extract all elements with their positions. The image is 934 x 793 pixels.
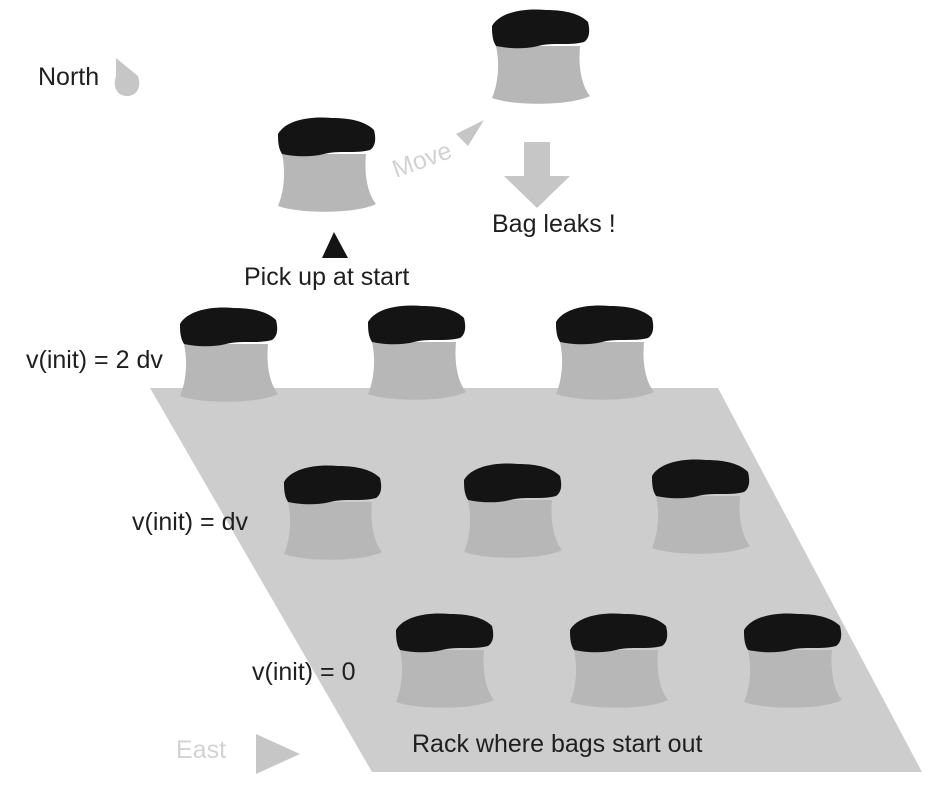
move-arrow-icon <box>456 120 484 146</box>
pick-up-arrow-icon <box>322 232 348 258</box>
bag-row-middle-3 <box>652 459 750 554</box>
bag-row-front-1 <box>396 613 494 708</box>
bag-moved <box>492 9 590 104</box>
row-label-middle: v(init) = dv <box>132 508 249 536</box>
rack-plane <box>150 388 922 772</box>
move-label: Move <box>388 136 455 183</box>
bag-row-front-3 <box>744 613 842 708</box>
bag-leaks-label: Bag leaks ! <box>492 210 616 238</box>
bag-row-back-1 <box>180 307 278 402</box>
row-label-back: v(init) = 2 dv <box>26 346 163 374</box>
leak-arrow-icon <box>504 142 570 208</box>
bag-row-back-2 <box>368 305 466 400</box>
east-arrow-icon <box>256 734 300 774</box>
pick-up-label: Pick up at start <box>244 263 409 291</box>
north-label: North <box>38 63 99 91</box>
row-label-front: v(init) = 0 <box>252 658 356 686</box>
north-arrow-icon <box>114 58 140 96</box>
bag-row-front-2 <box>570 613 668 708</box>
east-label: East <box>176 736 226 764</box>
rack-label: Rack where bags start out <box>412 730 702 758</box>
bag-row-back-3 <box>556 305 654 400</box>
bag-picked-up <box>278 117 376 212</box>
bag-row-middle-2 <box>464 463 562 558</box>
bag-row-middle-1 <box>284 465 382 560</box>
